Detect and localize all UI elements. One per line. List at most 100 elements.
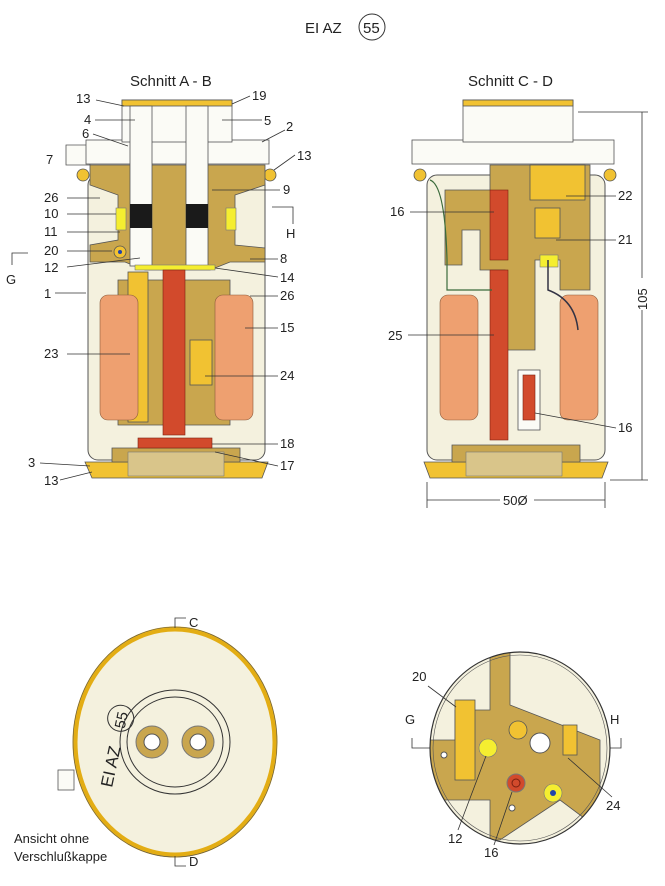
disk-14 <box>134 264 216 271</box>
gh-part-24 <box>562 724 578 756</box>
ring-13-right <box>263 168 277 182</box>
label-G: G <box>6 272 16 287</box>
section-ab: Schnitt A - B 13 <box>6 73 311 488</box>
gh-part-20 <box>454 699 476 781</box>
gh-label-24: 24 <box>606 798 620 813</box>
cathode-25 <box>489 269 509 441</box>
gh-label-12: 12 <box>448 831 462 846</box>
label-3: 3 <box>28 455 35 470</box>
ring-10-right <box>225 207 237 231</box>
label-2: 2 <box>286 119 293 134</box>
label-H: H <box>286 226 295 241</box>
dimension-105: 105 <box>635 288 650 310</box>
label-25: 25 <box>388 328 402 343</box>
cap-disk-cd <box>411 139 615 165</box>
label-24: 24 <box>280 368 294 383</box>
part-24 <box>189 339 213 386</box>
gh-label-H: H <box>610 712 619 727</box>
imprint-badge: 55 <box>112 710 132 730</box>
dimension-50: 50Ø <box>503 493 528 508</box>
label-10: 10 <box>44 206 58 221</box>
marker-c-line <box>174 617 186 628</box>
part-20-center <box>118 250 122 254</box>
section-cd-labels: 16 22 21 25 16 <box>388 188 632 435</box>
badge-circle <box>358 13 386 41</box>
seal-right <box>186 204 208 228</box>
label-11: 11 <box>44 224 58 239</box>
title-text: EI AZ <box>305 20 342 37</box>
gh-part-top <box>508 720 528 740</box>
title-badge: 55 <box>363 20 380 37</box>
magnet-left <box>99 294 139 421</box>
label-5: 5 <box>264 113 271 128</box>
cap-seal-19 <box>121 99 233 107</box>
clip-21 <box>539 254 559 268</box>
caption-line1: Ansicht ohne <box>14 831 89 846</box>
label-13b: 13 <box>297 148 311 163</box>
ring-13-left <box>76 168 90 182</box>
cap-seal-cd <box>462 99 574 107</box>
heater-18 <box>137 437 213 449</box>
label-20: 20 <box>44 243 58 258</box>
block-22 <box>529 164 586 201</box>
magnet-15 <box>214 294 254 421</box>
label-9: 9 <box>283 182 290 197</box>
heater-column <box>162 269 186 436</box>
heater-16-upper <box>489 189 509 261</box>
section-ab-labels: 13 19 4 5 6 2 7 13 26 9 10 H 11 20 <box>6 88 311 488</box>
magnet-cd-right <box>559 294 599 421</box>
dimension-height: 105 <box>578 111 650 481</box>
gh-part-16 <box>506 773 526 793</box>
pin-7-top <box>57 769 75 791</box>
heater-16-lower <box>522 374 536 421</box>
label-12: 12 <box>44 260 58 275</box>
label-13c: 13 <box>44 473 58 488</box>
magnet-cd-left <box>439 294 479 421</box>
seal-left <box>130 204 152 228</box>
block-21 <box>534 207 561 239</box>
label-6: 6 <box>82 126 89 141</box>
gh-label-16: 16 <box>484 845 498 860</box>
base-disk <box>72 626 278 858</box>
section-gh: 20 G H 12 16 24 <box>405 651 622 860</box>
ring-10-left <box>115 207 127 231</box>
lead-wire-2 <box>547 260 579 331</box>
label-4: 4 <box>84 112 91 127</box>
gh-part-12 <box>478 738 498 758</box>
lead-wire <box>429 179 492 291</box>
label-8: 8 <box>280 251 287 266</box>
label-16b: 16 <box>618 420 632 435</box>
caption-line2: Verschlußkappe <box>14 849 107 864</box>
label-13: 13 <box>76 91 90 106</box>
marker-c: C <box>189 615 198 630</box>
label-22: 22 <box>618 188 632 203</box>
inner-ring-outer <box>119 689 231 795</box>
cap-top-cd <box>462 99 574 143</box>
label-26b: 26 <box>280 288 294 303</box>
electrode-4 <box>129 105 153 267</box>
gh-label-G: G <box>405 712 415 727</box>
label-26: 26 <box>44 190 58 205</box>
page-title: EI AZ 55 <box>305 13 386 41</box>
label-15: 15 <box>280 320 294 335</box>
gh-label-20: 20 <box>412 669 426 684</box>
section-ab-title: Schnitt A - B <box>130 73 212 90</box>
gh-hole <box>529 732 551 754</box>
label-17: 17 <box>280 458 294 473</box>
label-7: 7 <box>46 152 53 167</box>
dimension-width: 50Ø <box>426 482 606 508</box>
label-21: 21 <box>618 232 632 247</box>
section-cd: Schnitt C - D 16 22 21 25 16 <box>388 73 650 508</box>
section-gh-labels: 20 G H 12 16 24 <box>405 669 622 860</box>
top-view: EI AZ 55 C D Ansicht ohne Verschlußkappe <box>14 615 278 869</box>
cap-disk <box>85 139 270 165</box>
label-19: 19 <box>252 88 266 103</box>
label-23: 23 <box>44 346 58 361</box>
thread-cd <box>465 451 563 477</box>
marker-d-line <box>174 856 186 867</box>
marker-d: D <box>189 854 198 869</box>
label-16: 16 <box>390 204 404 219</box>
thread <box>127 451 225 477</box>
label-1: 1 <box>44 286 51 301</box>
